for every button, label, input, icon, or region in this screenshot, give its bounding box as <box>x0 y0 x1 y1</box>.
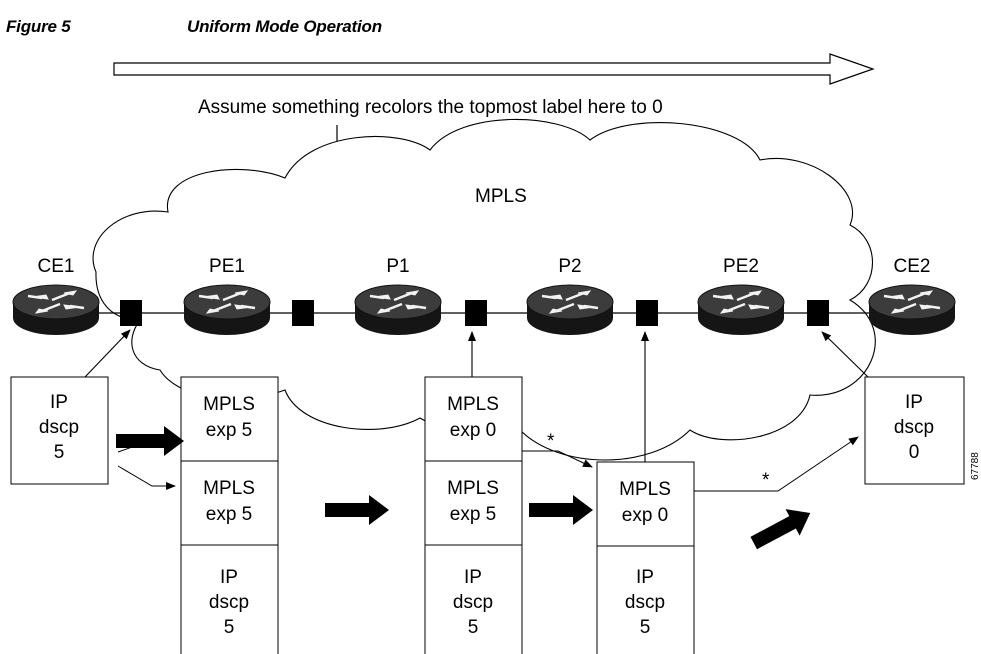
svg-text:dscp: dscp <box>453 592 493 613</box>
svg-text:5: 5 <box>468 617 479 638</box>
svg-text:5: 5 <box>224 617 235 638</box>
router-icon <box>353 283 443 337</box>
svg-text:IP: IP <box>464 567 482 588</box>
router-label-ce1: CE1 <box>38 256 75 277</box>
svg-text:IP: IP <box>220 567 238 588</box>
svg-text:MPLS: MPLS <box>447 394 499 415</box>
svg-text:5: 5 <box>640 617 651 638</box>
right-arrow-icon <box>116 426 184 456</box>
star-marker: * <box>547 431 555 452</box>
svg-text:exp 5: exp 5 <box>206 504 252 525</box>
svg-text:dscp: dscp <box>625 592 665 613</box>
svg-text:IP: IP <box>50 392 68 413</box>
figure-number: Figure 5 <box>6 17 71 36</box>
figure-title: Uniform Mode Operation <box>187 17 382 36</box>
interface-square-icon <box>807 300 829 326</box>
router-icon <box>525 283 615 337</box>
right-arrow-icon <box>325 495 389 525</box>
right-arrow-icon <box>529 495 593 525</box>
packet-ce1: IP dscp 5 <box>10 376 109 485</box>
router-label-ce2: CE2 <box>894 256 931 277</box>
interface-square-icon <box>465 300 487 326</box>
router-label-pe1: PE1 <box>209 256 245 277</box>
svg-text:exp 0: exp 0 <box>622 505 668 526</box>
svg-text:exp 5: exp 5 <box>206 420 252 441</box>
annotation-text: Assume something recolors the topmost la… <box>198 97 663 118</box>
svg-text:MPLS: MPLS <box>203 478 255 499</box>
router-icon <box>11 283 101 337</box>
star-marker: * <box>762 470 770 491</box>
router-icon <box>182 283 272 337</box>
packet-pe1-stack: MPLS exp 5 MPLS exp 5 IP dscp 5 <box>180 376 279 654</box>
interface-square-icon <box>636 300 658 326</box>
svg-text:MPLS: MPLS <box>447 478 499 499</box>
router-label-p1: P1 <box>386 256 409 277</box>
router-label-p2: P2 <box>558 256 581 277</box>
figure-id: 67788 <box>970 452 981 480</box>
svg-text:exp 5: exp 5 <box>450 504 496 525</box>
packet-ce2: IP dscp 0 <box>864 376 965 485</box>
packet-p2-stack: MPLS exp 0 IP dscp 5 <box>596 461 695 654</box>
svg-text:dscp: dscp <box>39 417 79 438</box>
cloud-label: MPLS <box>475 186 527 207</box>
interface-square-icon <box>120 300 142 326</box>
router-icon <box>696 283 786 337</box>
svg-text:5: 5 <box>54 442 65 463</box>
flow-direction-arrow <box>113 53 875 85</box>
svg-text:MPLS: MPLS <box>619 479 671 500</box>
svg-text:exp 0: exp 0 <box>450 420 496 441</box>
svg-text:0: 0 <box>909 442 920 463</box>
right-arrow-icon <box>750 509 811 550</box>
packet-p1-stack: MPLS exp 0 MPLS exp 5 IP dscp 5 <box>424 376 523 654</box>
router-icon <box>867 283 957 337</box>
svg-text:dscp: dscp <box>894 417 934 438</box>
interface-square-icon <box>292 300 314 326</box>
svg-text:IP: IP <box>905 392 923 413</box>
router-label-pe2: PE2 <box>723 256 759 277</box>
svg-text:MPLS: MPLS <box>203 394 255 415</box>
svg-text:IP: IP <box>636 567 654 588</box>
svg-text:dscp: dscp <box>209 592 249 613</box>
